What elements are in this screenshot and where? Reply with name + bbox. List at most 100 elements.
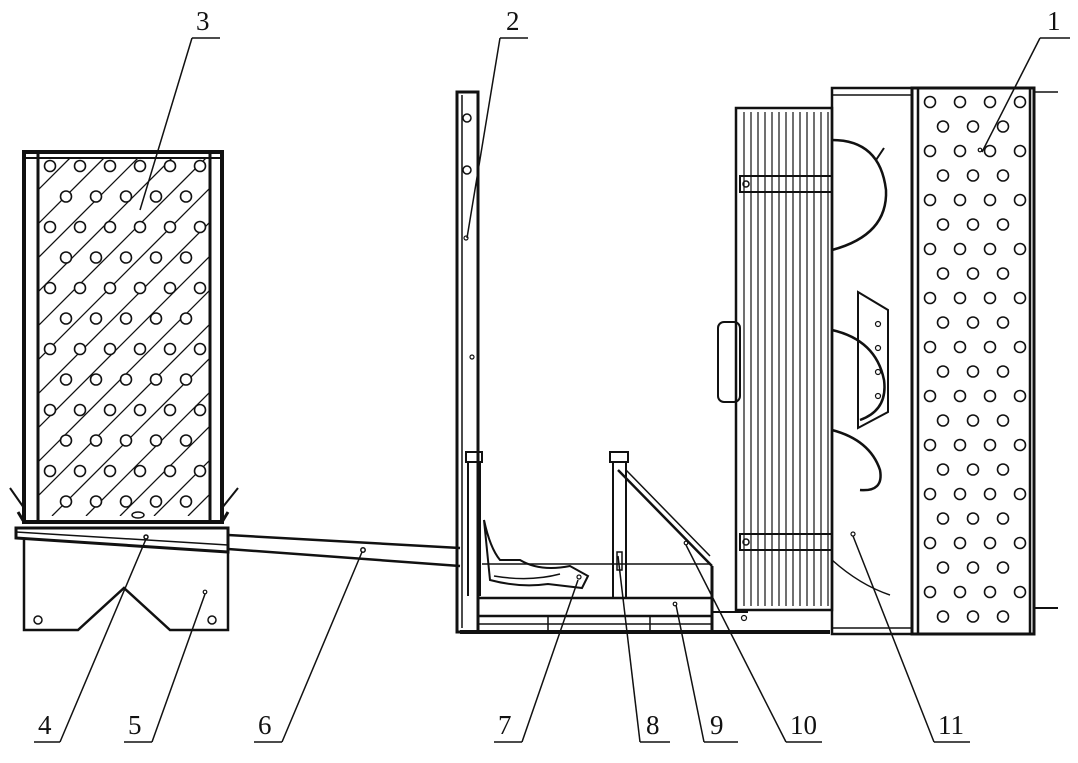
pad-hole bbox=[953, 95, 967, 109]
pad-hole bbox=[119, 373, 133, 386]
pad-hole bbox=[1013, 193, 1027, 207]
pad-hole bbox=[133, 464, 147, 478]
pad-hole bbox=[89, 190, 103, 203]
pad-hole bbox=[923, 95, 937, 109]
pad-hole bbox=[103, 220, 117, 234]
callout-9: 9 bbox=[710, 710, 724, 740]
callout-7: 7 bbox=[498, 710, 512, 740]
pad-hole bbox=[996, 169, 1010, 182]
pad-hole bbox=[983, 242, 997, 256]
pad-hole bbox=[983, 536, 997, 550]
pad-hole bbox=[996, 316, 1010, 329]
left-pad-media bbox=[0, 158, 580, 516]
callout-10: 10 bbox=[790, 710, 817, 740]
pad-hole bbox=[1013, 487, 1027, 501]
pad-hole bbox=[89, 251, 103, 264]
pad-hole bbox=[133, 159, 147, 173]
pad-hole bbox=[163, 403, 177, 417]
pad-hole bbox=[996, 120, 1010, 133]
pad-hole bbox=[983, 389, 997, 403]
pad-hole bbox=[923, 585, 937, 599]
pad-hole bbox=[953, 144, 967, 158]
pad-hole bbox=[953, 389, 967, 403]
pad-hole bbox=[953, 340, 967, 354]
pad-hole bbox=[923, 291, 937, 305]
callout-3: 3 bbox=[196, 6, 210, 36]
pad-hole bbox=[996, 561, 1010, 574]
pad-hole bbox=[59, 190, 73, 203]
pad-hole bbox=[1013, 536, 1027, 550]
hatch-line bbox=[38, 158, 173, 293]
callout-2: 2 bbox=[506, 6, 520, 36]
hatch-line bbox=[85, 391, 210, 516]
pad-hole bbox=[953, 242, 967, 256]
hatch-line bbox=[0, 158, 36, 516]
callout-5: 5 bbox=[128, 710, 142, 740]
pad-hole bbox=[73, 403, 87, 417]
leader-lines bbox=[34, 37, 1070, 743]
pad-hole bbox=[936, 610, 950, 623]
pad-hole bbox=[73, 342, 87, 356]
pad-hole bbox=[73, 159, 87, 173]
pad-hole bbox=[119, 312, 133, 325]
pad-hole bbox=[163, 342, 177, 356]
pad-hole bbox=[996, 267, 1010, 280]
pad-hole bbox=[133, 342, 147, 356]
hatch-line bbox=[38, 255, 210, 429]
right-cooling-pad bbox=[910, 86, 1058, 636]
pad-hole bbox=[43, 403, 57, 417]
pad-hole bbox=[983, 144, 997, 158]
pad-hole bbox=[996, 414, 1010, 427]
pad-hole bbox=[193, 342, 207, 356]
pad-hole bbox=[103, 159, 117, 173]
pad-hole bbox=[133, 403, 147, 417]
hatch-line bbox=[222, 158, 580, 516]
pad-hole bbox=[73, 281, 87, 295]
pad-hole bbox=[149, 434, 163, 447]
hatch-line bbox=[38, 323, 210, 497]
pad-hole bbox=[923, 193, 937, 207]
pad-hole bbox=[966, 218, 980, 231]
callout-labels: 1 2 3 4 5 6 7 8 9 10 11 bbox=[38, 6, 1061, 740]
pad-hole bbox=[953, 193, 967, 207]
pad-hole bbox=[936, 414, 950, 427]
pad-hole bbox=[43, 464, 57, 478]
pad-hole bbox=[193, 403, 207, 417]
pad-hole bbox=[936, 463, 950, 476]
pad-hole bbox=[1013, 95, 1027, 109]
pad-hole bbox=[966, 316, 980, 329]
pad-hole bbox=[1013, 389, 1027, 403]
pad-hole bbox=[966, 610, 980, 623]
pad-hole bbox=[163, 159, 177, 173]
pad-hole bbox=[1013, 340, 1027, 354]
pad-hole bbox=[149, 312, 163, 325]
pad-hole bbox=[149, 373, 163, 386]
pad-hole bbox=[1013, 585, 1027, 599]
pad-hole bbox=[193, 220, 207, 234]
pad-hole bbox=[89, 495, 103, 508]
left-cooling-pad-assembly bbox=[0, 150, 580, 632]
pad-hole bbox=[119, 251, 133, 264]
pad-hole bbox=[179, 190, 193, 203]
hatch-line bbox=[187, 493, 210, 516]
pad-hole bbox=[923, 536, 937, 550]
pad-hole bbox=[936, 169, 950, 182]
pad-hole bbox=[923, 144, 937, 158]
pad-hole bbox=[936, 267, 950, 280]
pad-hole bbox=[936, 120, 950, 133]
pad-hole bbox=[1013, 144, 1027, 158]
pad-hole bbox=[179, 495, 193, 508]
pad-hole bbox=[923, 487, 937, 501]
pad-hole bbox=[59, 434, 73, 447]
pad-hole bbox=[133, 220, 147, 234]
pad-hole bbox=[43, 281, 57, 295]
pad-hole bbox=[936, 365, 950, 378]
pad-hole bbox=[179, 251, 193, 264]
pad-hole bbox=[936, 316, 950, 329]
pad-hole bbox=[59, 495, 73, 508]
connecting-pipe bbox=[227, 533, 461, 568]
pad-hole bbox=[163, 220, 177, 234]
pad-hole bbox=[996, 365, 1010, 378]
pad-hole bbox=[996, 512, 1010, 525]
